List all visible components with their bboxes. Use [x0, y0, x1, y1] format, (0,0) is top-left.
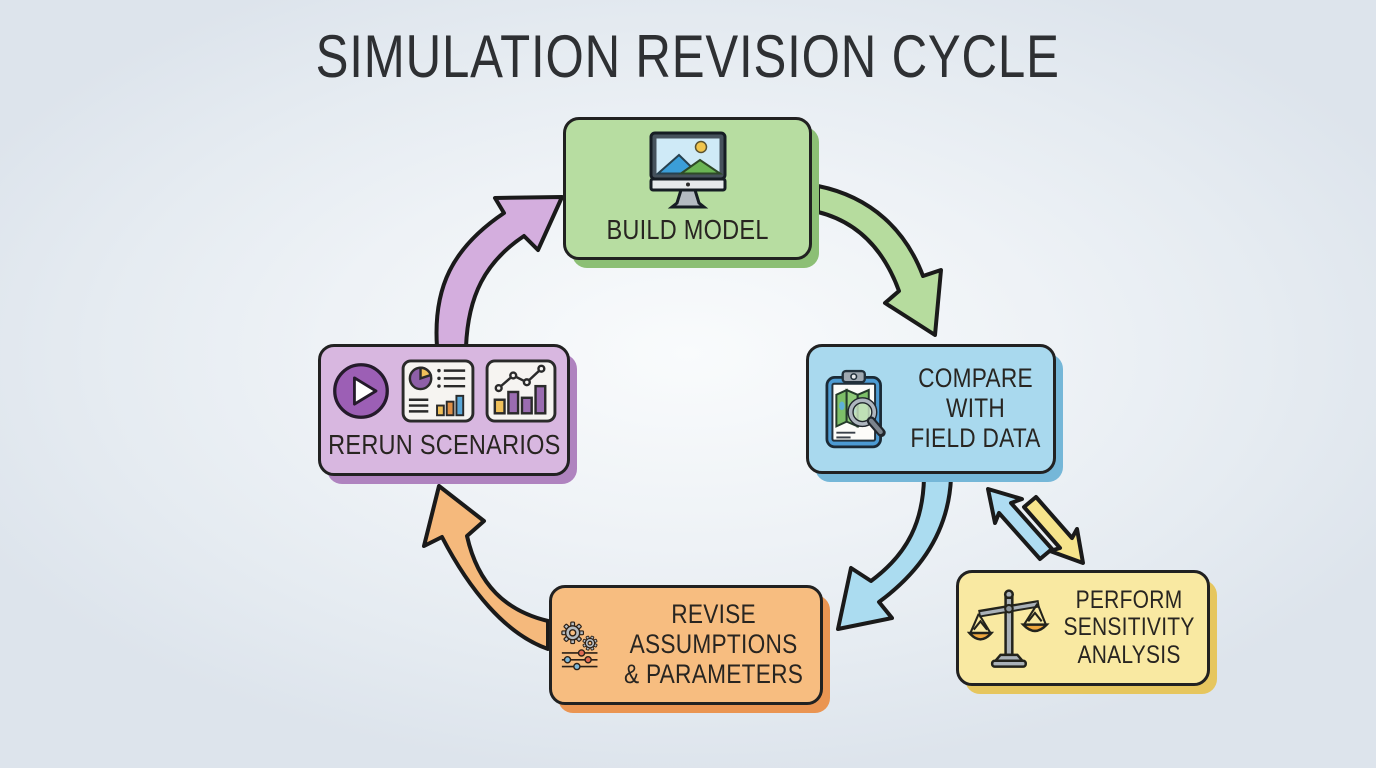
bar-line-chart-icon — [485, 359, 557, 423]
dashboard-report-icon — [401, 359, 475, 423]
arrow-rerun-to-build — [434, 195, 564, 349]
node-rerun-scenarios: RERUN SCENARIOS — [318, 344, 570, 476]
node-build-model: BUILD MODEL — [563, 117, 812, 260]
balance-scale-icon — [967, 589, 1050, 668]
node-label-perform-sensitivity: PERFORM SENSITIVITY ANALYSIS — [1063, 585, 1195, 669]
arrow-build-to-compare — [816, 184, 943, 337]
play-icon — [333, 363, 389, 419]
computer-monitor-landscape-icon — [649, 131, 726, 209]
arrow-sensitivity-to-compare — [986, 487, 1054, 561]
node-compare-field-data: COMPARE WITH FIELD DATA — [806, 344, 1056, 474]
node-label-rerun-scenarios: RERUN SCENARIOS — [327, 429, 561, 461]
node-perform-sensitivity-analysis: PERFORM SENSITIVITY ANALYSIS — [956, 570, 1210, 686]
gears-sliders-icon — [561, 621, 598, 671]
page-title: SIMULATION REVISION CYCLE — [315, 23, 1061, 90]
arrow-revise-to-rerun — [422, 484, 550, 651]
node-label-compare-field-data: COMPARE WITH FIELD DATA — [910, 363, 1041, 453]
node-revise-assumptions-parameters: REVISE ASSUMPTIONS & PARAMETERS — [549, 585, 823, 705]
rerun-icons-row — [331, 359, 557, 423]
arrow-compare-to-sensitivity — [1022, 495, 1085, 565]
arrow-compare-to-revise — [836, 476, 953, 631]
node-label-build-model: BUILD MODEL — [606, 214, 769, 246]
node-label-revise-assumptions: REVISE ASSUMPTIONS & PARAMETERS — [623, 599, 803, 689]
clipboard-map-magnifier-icon — [825, 369, 886, 449]
